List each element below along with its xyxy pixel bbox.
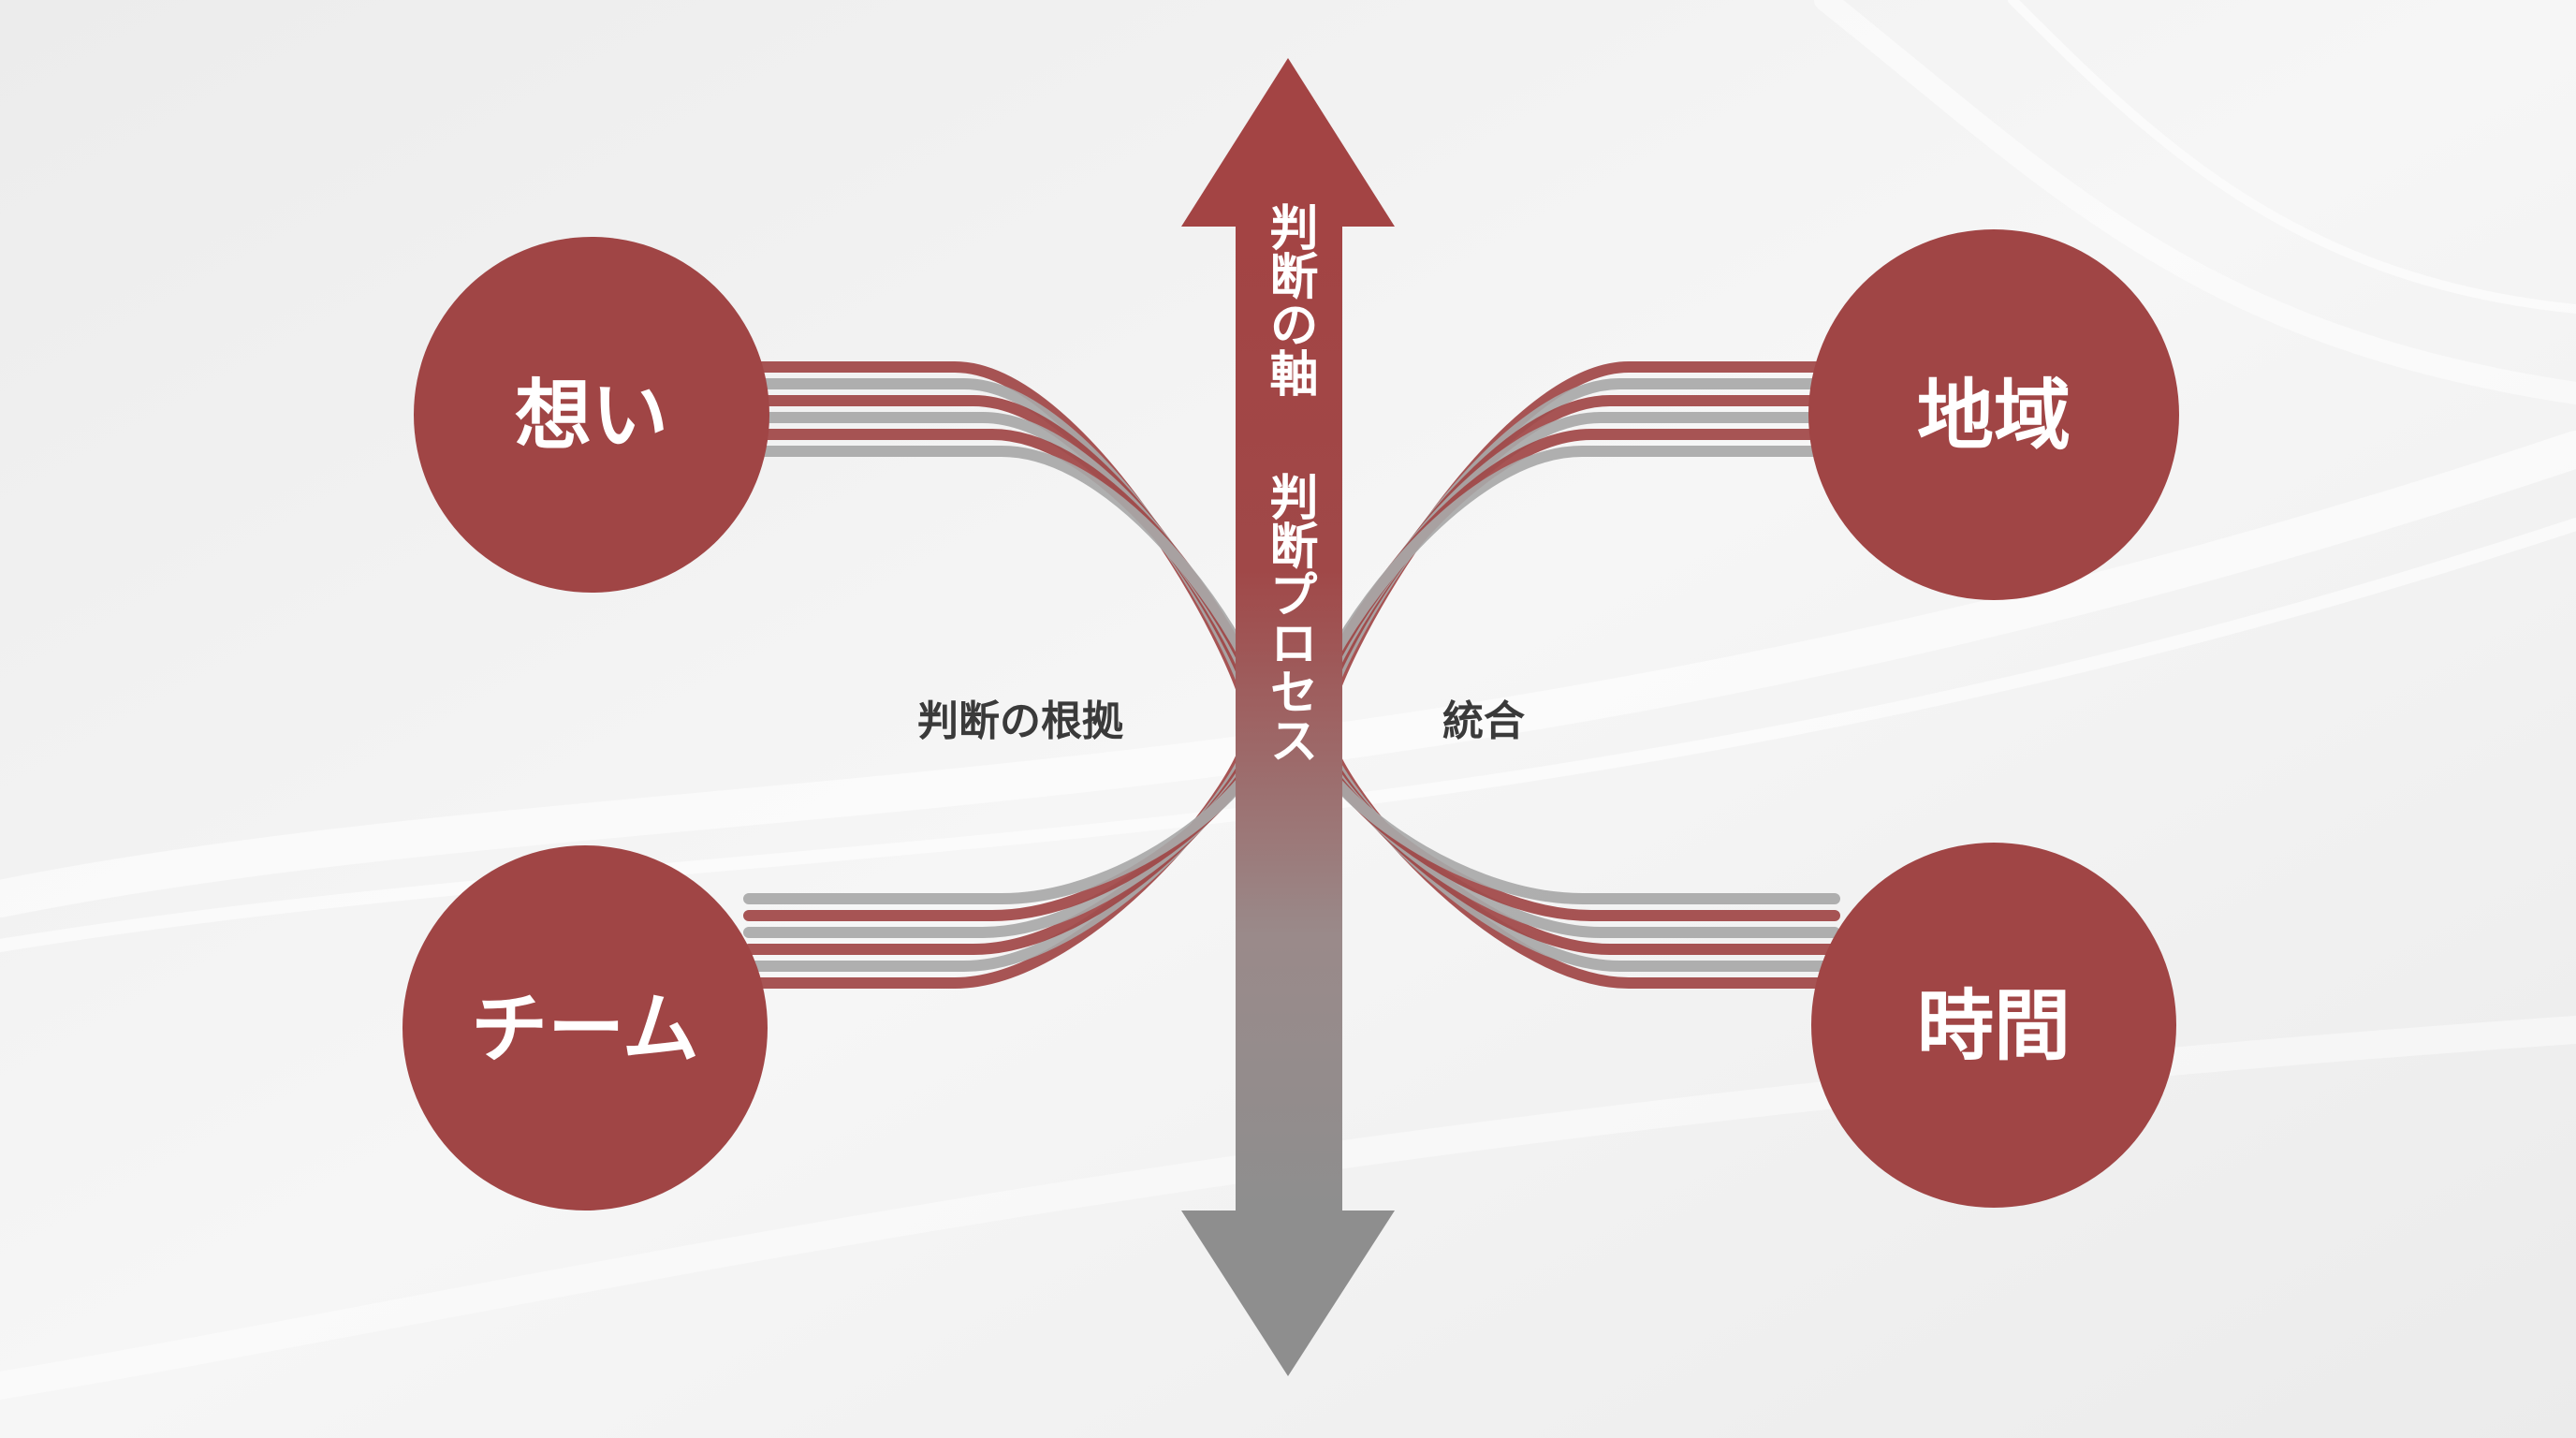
node-jikan-circle xyxy=(1811,843,2176,1208)
label-integration: 統合 xyxy=(1442,697,1525,745)
axis-label-judgment-axis: 判断の軸 xyxy=(1261,202,1317,397)
node-chiiki-circle xyxy=(1808,229,2179,600)
arrow-head-up xyxy=(1181,58,1395,227)
label-judgment-basis: 判断の根拠 xyxy=(917,697,1124,745)
node-team-circle xyxy=(402,845,768,1211)
node-jikan: 時間 xyxy=(1811,843,2176,1208)
arrow-shaft xyxy=(1236,225,1342,1212)
node-omoi: 想い xyxy=(414,237,769,593)
node-chiiki: 地域 xyxy=(1808,229,2179,600)
node-omoi-label: 想い xyxy=(515,372,668,461)
judgment-axis-arrow xyxy=(1181,58,1395,1376)
node-chiiki-label: 地域 xyxy=(1917,372,2071,461)
node-team-label: チーム xyxy=(471,985,699,1074)
node-team: チーム xyxy=(402,845,768,1211)
arrow-head-down xyxy=(1181,1211,1395,1376)
node-jikan-label: 時間 xyxy=(1917,982,2071,1071)
axis-label-judgment-process: 判断プロセス xyxy=(1261,472,1317,764)
node-omoi-circle xyxy=(414,237,769,593)
